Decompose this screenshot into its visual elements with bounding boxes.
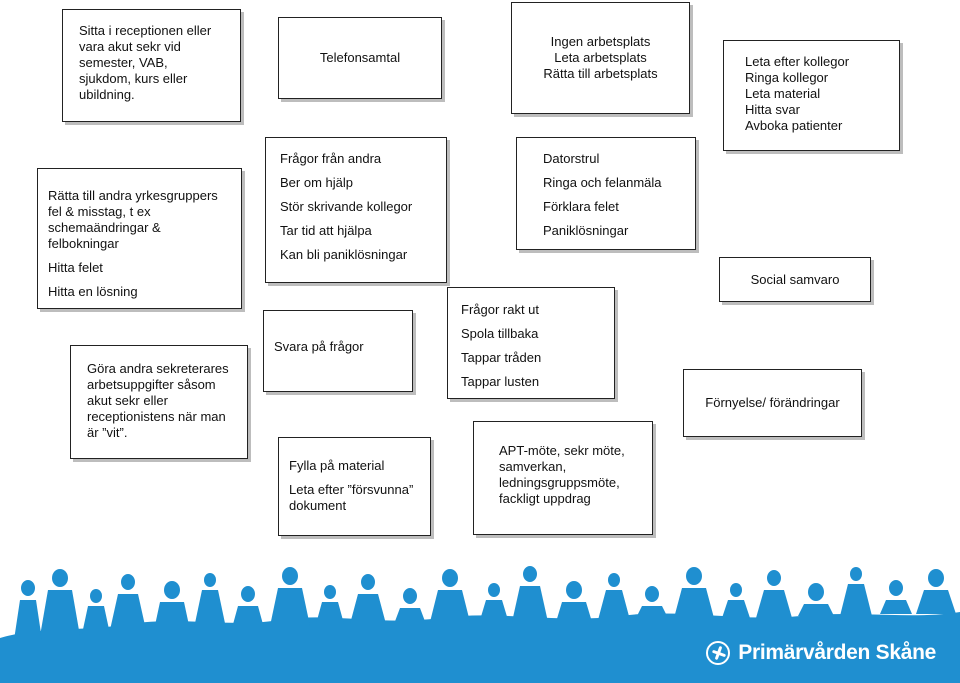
brand-name: Primärvården Skåne (738, 641, 936, 664)
list-item: Tar tid att hjälpa (280, 223, 372, 238)
text-line: Hitta en lösning (48, 284, 138, 299)
text-paragraph: Rätta till andra yrkesgruppers fel & mis… (48, 188, 241, 252)
text-line: fel & misstag, t ex (48, 204, 151, 219)
text-line: dokument (289, 498, 347, 513)
list-item: Kan bli paniklösningar (280, 247, 408, 262)
box-fylla-pa-material: Fylla på material Leta efter ”försvunna”… (278, 437, 431, 536)
box-datorstrul: Datorstrul Ringa och felanmäla Förklara … (516, 137, 696, 250)
text-line: Rätta till andra yrkesgruppers (48, 188, 218, 203)
text-line: Ingen arbetsplats (550, 34, 651, 49)
text-line: Fylla på material (289, 458, 385, 473)
text-line: Hitta svar (745, 102, 800, 117)
people-silhouettes-graphic (0, 566, 960, 683)
box-reception: Sitta i receptionen eller vara akut sekr… (62, 9, 241, 122)
text-line: Ringa kollegor (745, 70, 829, 85)
text-line: akut sekr eller (87, 393, 168, 408)
box-kollegor: Leta efter kollegor Ringa kollegor Leta … (723, 40, 900, 151)
box-social-samvaro: Social samvaro (719, 257, 871, 302)
text-line: Hitta felet (48, 260, 103, 275)
text-line: Svara på frågor (274, 339, 364, 354)
box-svara-pa-fragor: Svara på frågor (263, 310, 413, 392)
text-line: Telefonsamtal (319, 50, 401, 65)
text-line: Leta efter ”försvunna” (289, 482, 414, 497)
box-arbetsplats: Ingen arbetsplats Leta arbetsplats Rätta… (511, 2, 690, 114)
text-line: arbetsuppgifter såsom (87, 377, 216, 392)
list-item: Frågor från andra (280, 151, 382, 166)
list-item: Spola tillbaka (461, 326, 539, 341)
text-list: Datorstrul Ringa och felanmäla Förklara … (543, 151, 695, 239)
text-line: Sitta i receptionen eller (79, 23, 212, 38)
box-fragor-fran-andra: Frågor från andra Ber om hjälp Stör skri… (265, 137, 447, 283)
brand-logo: Primärvården Skåne (706, 641, 936, 665)
box-fornyelse: Förnyelse/ förändringar (683, 369, 862, 437)
box-sekreterare: Göra andra sekreterares arbetsuppgifter … (70, 345, 248, 459)
text-line: receptionistens när man (87, 409, 226, 424)
text-line: Rätta till arbetsplats (543, 66, 658, 81)
text-line: är ”vit”. (87, 425, 128, 440)
text-line: Göra andra sekreterares (87, 361, 229, 376)
text-line: Avboka patienter (745, 118, 843, 133)
list-item: Frågor rakt ut (461, 302, 540, 317)
text-line: schemaändringar & (48, 220, 161, 235)
list-item: Stör skrivande kollegor (280, 199, 413, 214)
text-line: sjukdom, kurs eller (79, 71, 188, 86)
list-item: Tappar tråden (461, 350, 542, 365)
text-line: APT-möte, sekr möte, (499, 443, 625, 458)
text-line: ubildning. (79, 87, 135, 102)
text-line: Leta efter kollegor (745, 54, 850, 69)
box-ratta-till: Rätta till andra yrkesgruppers fel & mis… (37, 168, 242, 309)
text-list: Frågor rakt ut Spola tillbaka Tappar trå… (461, 302, 614, 390)
list-item: Paniklösningar (543, 223, 629, 238)
text-list: Frågor från andra Ber om hjälp Stör skri… (280, 151, 446, 263)
list-item: Tappar lusten (461, 374, 540, 389)
brand-mark-icon (706, 641, 731, 665)
text-line: samverkan, (499, 459, 567, 474)
list-item: Förklara felet (543, 199, 619, 214)
text-line: Förnyelse/ förändringar (705, 395, 840, 410)
text-line: semester, VAB, (79, 55, 168, 70)
list-item: Datorstrul (543, 151, 600, 166)
box-telefonsamtal: Telefonsamtal (278, 17, 442, 99)
box-apt-mote: APT-möte, sekr möte, samverkan, lednings… (473, 421, 653, 535)
text-line: Leta material (745, 86, 821, 101)
text-line: felbokningar (48, 236, 119, 251)
list-item: Ber om hjälp (280, 175, 353, 190)
text-line: Leta arbetsplats (554, 50, 647, 65)
text-group: Ingen arbetsplats Leta arbetsplats Rätta… (543, 34, 657, 82)
footer-people-banner: Primärvården Skåne (0, 560, 960, 683)
text-line: vara akut sekr vid (79, 39, 181, 54)
text-line: ledningsgruppsmöte, (499, 475, 620, 490)
text-line: fackligt uppdrag (499, 491, 591, 506)
box-fragor-rakt-ut: Frågor rakt ut Spola tillbaka Tappar trå… (447, 287, 615, 399)
text-paragraph: Leta efter ”försvunna” dokument (289, 482, 430, 514)
text-line: Social samvaro (750, 271, 840, 287)
list-item: Ringa och felanmäla (543, 175, 662, 190)
